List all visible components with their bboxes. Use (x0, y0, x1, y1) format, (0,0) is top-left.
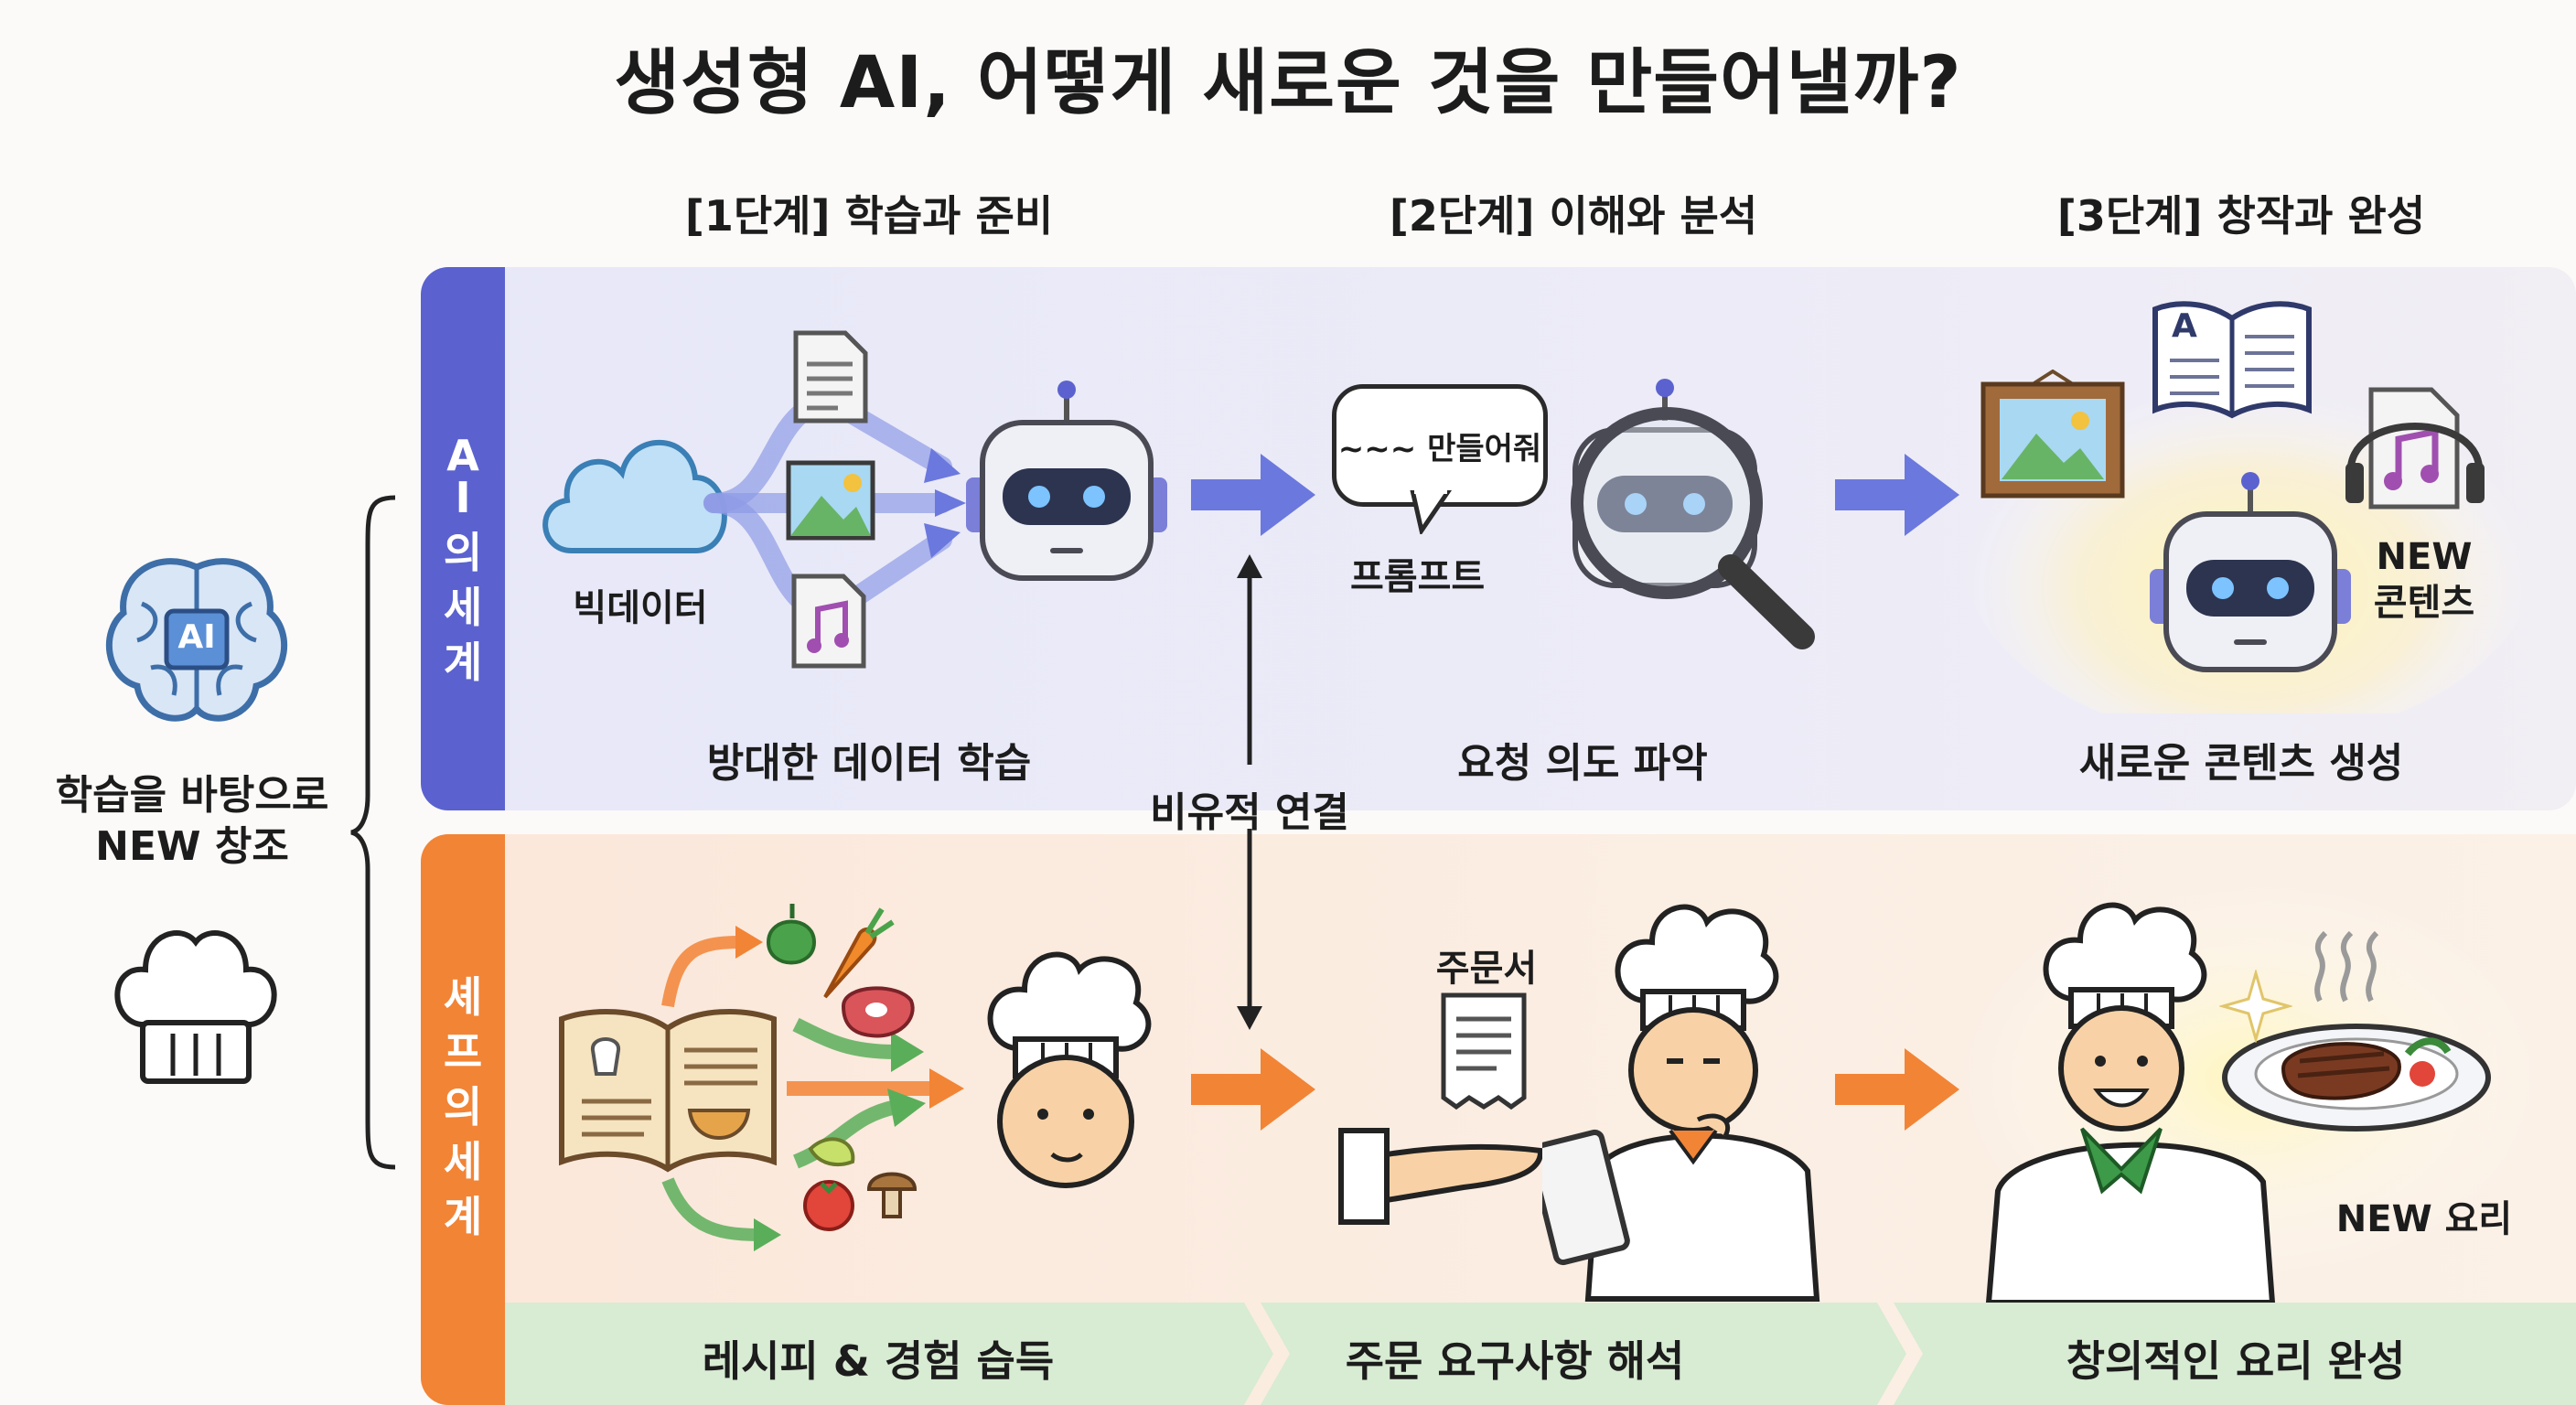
ingredient-flow-arrows (661, 926, 964, 1251)
stage-3-header: [3단계] 창작과 완성 (2056, 191, 2426, 241)
prompt-label: 프롬프트 (1350, 556, 1486, 598)
steak-meat-icon (841, 986, 915, 1038)
ai-robot-creating (2150, 472, 2351, 672)
new-dish-label: NEW 요리 (2335, 1198, 2513, 1240)
stage-1-header: [1단계] 학습과 준비 (684, 191, 1054, 241)
bigdata-label: 빅데이터 (573, 587, 708, 629)
vegetable-icons (766, 904, 895, 999)
chef-stage-arrow-2 (1835, 1048, 1959, 1131)
plated-steak-dish (2222, 1024, 2491, 1132)
ai-caption-1: 방대한 데이터 학습 (706, 740, 1032, 787)
chef-world-label: 셰 프 의 세 계 (443, 972, 483, 1241)
image-file-icon (786, 460, 875, 541)
ai-stage-arrow-1 (1191, 454, 1315, 536)
connector-label: 비유적 연결 (1150, 789, 1349, 836)
document-file-icon (793, 330, 868, 424)
chef-world-sidebar: 셰 프 의 세 계 (421, 834, 505, 1405)
chef-learning (987, 951, 1152, 1188)
grouping-bracket (350, 495, 396, 1170)
prompt-bubble: ~~~ 만들어줘 (1332, 384, 1548, 507)
open-book-icon (2152, 301, 2312, 419)
book-letter: A (2172, 307, 2197, 345)
step-label-2: 주문 요구사항 해석 (1345, 1336, 1685, 1386)
music-file-icon (791, 574, 866, 669)
step-label-3: 창의적인 요리 완성 (2066, 1336, 2406, 1386)
hand-giving-order (1338, 1128, 1544, 1225)
chef-thinking (1542, 904, 1820, 1302)
summary-label: 학습을 바탕으로 NEW 창조 (37, 770, 348, 873)
ai-world-label: A I 의 세 계 (443, 431, 483, 687)
ai-caption-2: 요청 의도 파악 (1457, 740, 1708, 787)
ai-world-sidebar: A I 의 세 계 (421, 267, 505, 810)
chef-serving (1985, 902, 2276, 1303)
stage-2-header: [2단계] 이해와 분석 (1389, 191, 1758, 241)
prompt-bubble-tail (1410, 490, 1453, 534)
chef-hat-icon (114, 930, 277, 1084)
ai-robot-analyzing (1571, 379, 1815, 649)
step-strip (505, 1303, 2576, 1405)
order-ticket-icon (1441, 992, 1527, 1110)
summary-line-2: NEW 창조 (95, 823, 289, 870)
fruit-mushroom-icons (803, 1137, 918, 1231)
connector-arrow (1237, 554, 1262, 1030)
music-headphone-icon (2345, 387, 2485, 509)
summary-line-1: 학습을 바탕으로 (55, 772, 329, 819)
order-label: 주문서 (1435, 948, 1538, 990)
sparkle-icon (2219, 970, 2292, 1043)
ai-chip-text: AI (177, 618, 216, 656)
ai-stage-arrow-2 (1835, 454, 1959, 536)
step-label-1: 레시피 & 경험 습득 (702, 1336, 1055, 1386)
page-title: 생성형 AI, 어떻게 새로운 것을 만들어낼까? (614, 42, 1962, 124)
framed-picture-icon (1980, 370, 2125, 499)
chef-stage-arrow-1 (1191, 1048, 1315, 1131)
ai-caption-3: 새로운 콘텐츠 생성 (2078, 740, 2404, 787)
steam-icon (2314, 931, 2379, 1003)
recipe-book-icon (559, 1008, 777, 1173)
ai-brain-icon (106, 558, 287, 722)
ai-robot-learning (966, 381, 1167, 581)
new-content-label: NEW 콘텐츠 (2373, 536, 2475, 624)
